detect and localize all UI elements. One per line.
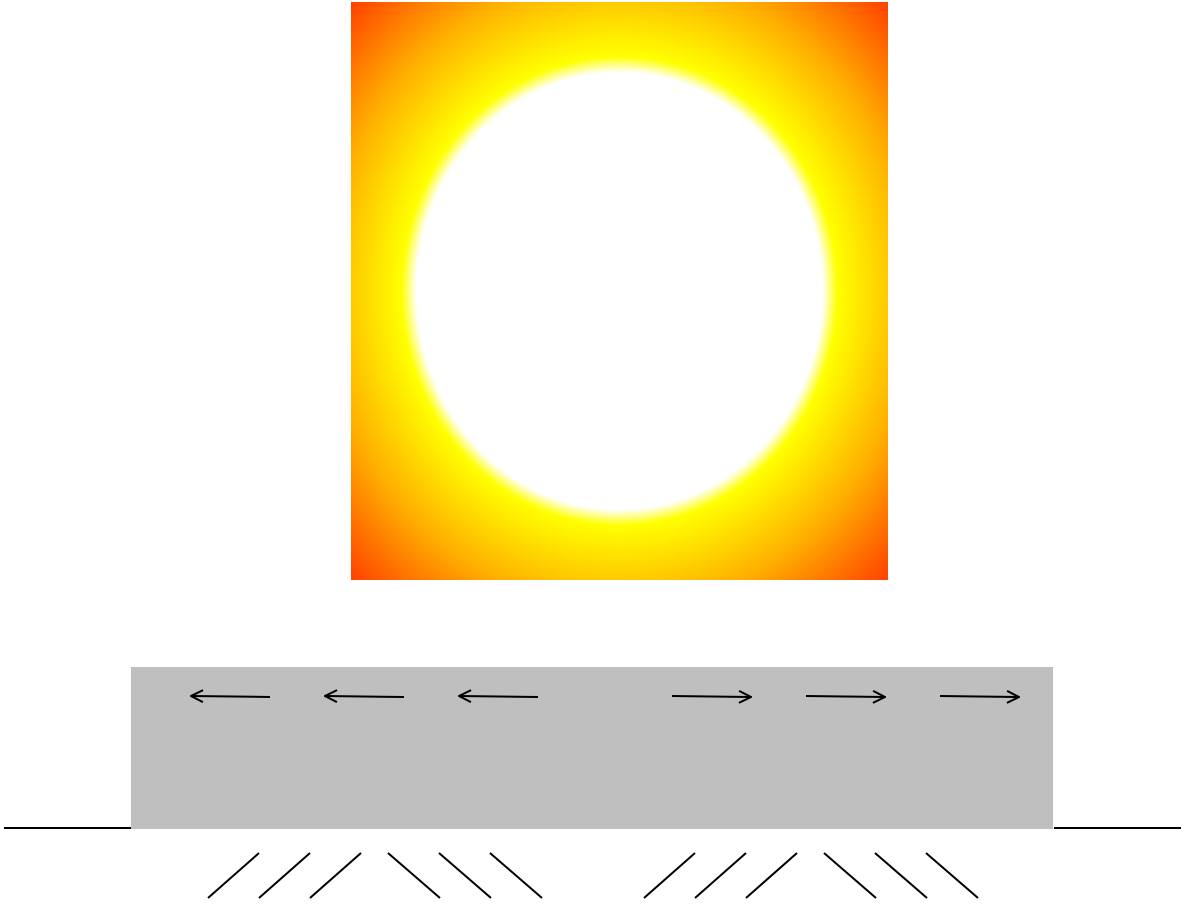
hatch-line <box>208 853 259 898</box>
hatch-line <box>310 853 361 898</box>
ground <box>4 828 1181 898</box>
arrow-left <box>326 696 404 697</box>
expanding-block <box>131 667 1053 829</box>
heat-gradient-panel <box>351 2 888 580</box>
hatch-line <box>875 853 927 898</box>
hatch-line <box>644 853 695 898</box>
hatch-line <box>490 853 542 898</box>
arrow-right <box>940 696 1018 697</box>
hatch-line <box>926 853 978 898</box>
arrow-left <box>192 696 270 697</box>
block-body <box>131 667 1053 829</box>
heat-source <box>351 2 888 580</box>
arrow-right <box>672 696 750 697</box>
arrow-right <box>806 696 884 697</box>
hatch-line <box>388 853 440 898</box>
hatch-line <box>746 853 797 898</box>
hatch-line <box>439 853 491 898</box>
hatch-line <box>824 853 876 898</box>
hatch-line <box>695 853 746 898</box>
ground-hatching <box>208 853 978 898</box>
arrow-left <box>460 696 538 697</box>
hatch-line <box>259 853 310 898</box>
